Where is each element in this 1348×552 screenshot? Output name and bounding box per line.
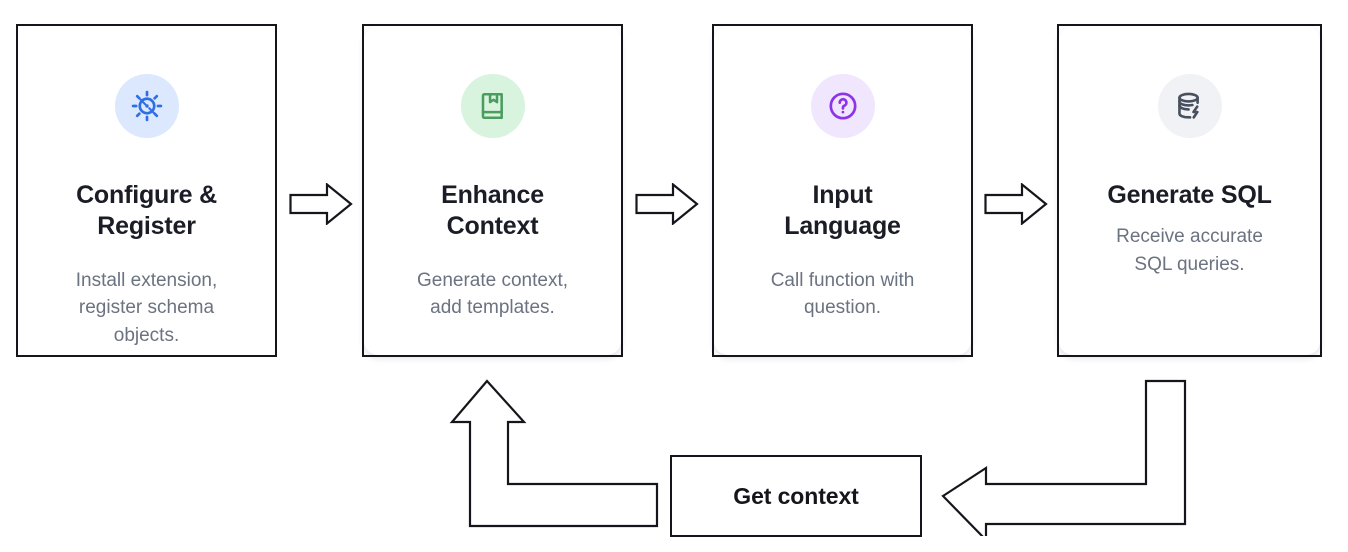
step-title: Configure & Register (76, 181, 217, 241)
step-card-input-language[interactable]: Input Language Call function with questi… (712, 24, 973, 357)
book-bookmark-icon-circle (460, 74, 525, 138)
step-card-generate-sql[interactable]: Generate SQL Receive accurate SQL querie… (1057, 24, 1322, 357)
step-description: Install extension, register schema objec… (75, 269, 218, 346)
arrow-step2-step3 (635, 182, 699, 226)
step-title: Enhance Context (441, 181, 544, 241)
step-description: Generate context, add templates. (416, 269, 569, 319)
step-card-configure-register[interactable]: Configure & Register Install extension, … (16, 24, 277, 357)
question-circle-icon (826, 89, 860, 123)
get-context-box[interactable]: Get context (670, 455, 922, 537)
step-card-enhance-context[interactable]: Enhance Context Generate context, add te… (362, 24, 623, 357)
step-title: Generate SQL (1107, 181, 1272, 209)
step-description: Receive accurate SQL queries. (1116, 226, 1263, 275)
step-description: Call function with question. (770, 269, 915, 319)
arrow-feedback-up (448, 376, 668, 536)
gear-icon-circle (114, 74, 179, 138)
book-bookmark-icon (477, 90, 509, 122)
arrow-step3-step4 (984, 182, 1048, 226)
database-bolt-icon-circle (1157, 74, 1222, 138)
arrow-step1-step2 (289, 182, 353, 226)
arrow-feedback-left (938, 376, 1188, 543)
question-circle-icon-circle (810, 74, 875, 138)
database-bolt-icon (1173, 90, 1206, 123)
get-context-label: Get context (733, 482, 859, 509)
step-title: Input Language (784, 181, 901, 241)
gear-icon (130, 89, 164, 123)
